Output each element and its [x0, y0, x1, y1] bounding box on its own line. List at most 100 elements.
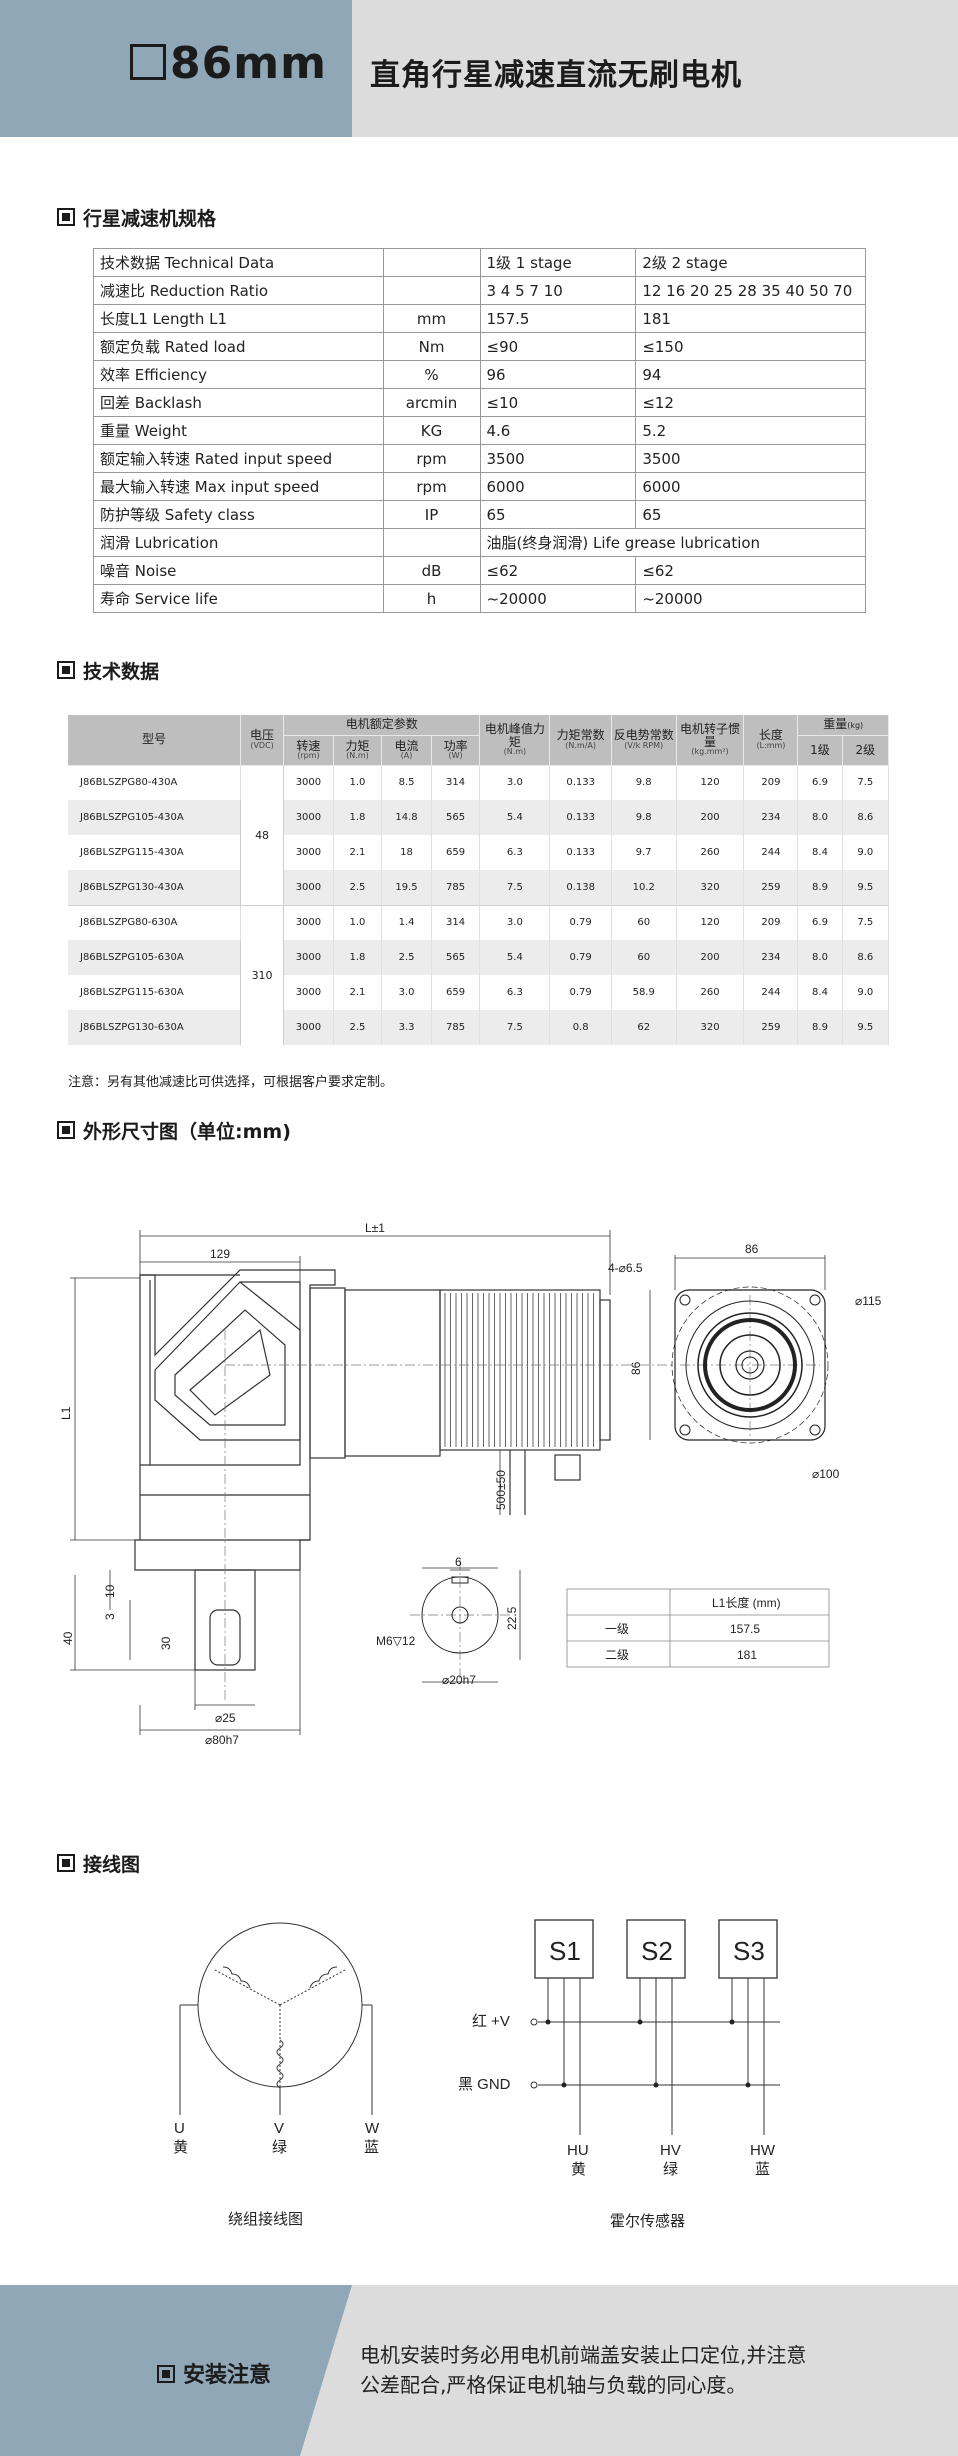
- data-cell: 8.4: [797, 835, 843, 870]
- footer-line-1: 电机安装时务必用电机前端盖安装止口定位,并注意: [360, 2343, 807, 2367]
- data-cell: 3.0: [479, 904, 551, 940]
- data-cell: 200: [676, 800, 745, 835]
- data-cell: 6.3: [479, 835, 551, 870]
- section-spec-heading: 行星减速机规格: [57, 204, 216, 231]
- data-cell: 259: [743, 1010, 799, 1045]
- model-cell: J86BLSZPG80-430A: [68, 765, 241, 800]
- th-power: 功率(W): [431, 735, 481, 766]
- spec-cell: 减速比 Reduction Ratio: [93, 276, 384, 305]
- hall-hu: HU: [567, 2142, 589, 2159]
- spec-cell: ~20000: [479, 584, 637, 613]
- dim-500: 500±50: [494, 1470, 508, 1510]
- spec-cell: 长度L1 Length L1: [93, 304, 384, 333]
- spec-cell: 回差 Backlash: [93, 388, 384, 417]
- data-cell: 58.9: [611, 975, 677, 1010]
- spec-cell: rpm: [382, 444, 481, 473]
- spec-cell: 5.2: [635, 416, 866, 445]
- model-cell: J86BLSZPG105-430A: [68, 800, 241, 835]
- hall-hw: HW: [750, 2142, 776, 2159]
- th-torque: 力矩(N.m): [333, 735, 383, 766]
- spec-cell: [382, 276, 481, 305]
- data-cell: 2.5: [333, 870, 383, 905]
- spec-cell: 96: [479, 360, 637, 389]
- spec-cell: 12 16 20 25 28 35 40 50 70: [635, 276, 866, 305]
- section-dims-heading: 外形尺寸图（单位:mm): [57, 1117, 291, 1144]
- data-cell: 0.133: [549, 800, 612, 835]
- spec-cell: 3500: [635, 444, 866, 473]
- data-cell: 7.5: [479, 870, 551, 905]
- footer-line-2: 公差配合,严格保证电机轴与负载的同心度。: [360, 2373, 747, 2397]
- dim-115: ⌀115: [855, 1294, 882, 1308]
- data-cell: 785: [431, 870, 481, 905]
- data-cell: 8.5: [381, 765, 432, 800]
- data-cell: 9.0: [842, 975, 890, 1010]
- data-cell: 565: [431, 800, 481, 835]
- data-cell: 200: [676, 940, 745, 975]
- square-bullet-icon: [157, 2365, 175, 2383]
- data-cell: 3000: [283, 904, 334, 940]
- data-cell: 7.5: [479, 1010, 551, 1045]
- data-cell: 2.5: [333, 1010, 383, 1045]
- square-bullet-icon: [57, 1854, 75, 1872]
- spec-cell: rpm: [382, 472, 481, 501]
- dim-30: 30: [159, 1636, 173, 1650]
- lt-stage2: 二级: [605, 1648, 629, 1662]
- data-cell: 0.79: [549, 904, 612, 940]
- hall-hw-color: 蓝: [755, 2161, 770, 2178]
- spec-cell: 重量 Weight: [93, 416, 384, 445]
- spec-cell: 1级 1 stage: [479, 248, 637, 277]
- wire-u: U: [174, 2120, 185, 2137]
- hall-hu-color: 黄: [571, 2161, 586, 2178]
- dim-86-vert: 86: [629, 1361, 643, 1375]
- spec-cell: ≤62: [635, 556, 866, 585]
- section-wiring-heading: 接线图: [57, 1850, 140, 1877]
- data-cell: 0.133: [549, 765, 612, 800]
- th-bemf: 反电势常数(V/k RPM): [611, 715, 677, 766]
- data-cell: 120: [676, 765, 745, 800]
- wiring-diagram: U 黄 V 绿 W 蓝 红 +V 黑 GND HU 黄 HV 绿 HW 蓝 绕组…: [173, 1919, 780, 2230]
- spec-cell: [382, 528, 481, 557]
- model-cell: J86BLSZPG105-630A: [68, 940, 241, 975]
- data-cell: 1.4: [381, 904, 432, 940]
- data-cell: 0.79: [549, 940, 612, 975]
- dim-hole: 4-⌀6.5: [608, 1261, 643, 1275]
- model-cell: J86BLSZPG80-630A: [68, 904, 241, 940]
- spec-cell: [382, 248, 481, 277]
- spec-cell: arcmin: [382, 388, 481, 417]
- model-title: 86mm: [130, 38, 327, 89]
- data-cell: 234: [743, 940, 799, 975]
- data-cell: 2.5: [381, 940, 432, 975]
- data-cell: 209: [743, 904, 799, 940]
- data-cell: 260: [676, 835, 745, 870]
- data-cell: 9.5: [842, 870, 890, 905]
- data-cell: 9.8: [611, 800, 677, 835]
- data-cell: 3000: [283, 975, 334, 1010]
- square-bullet-icon: [57, 208, 75, 226]
- lt-head: L1长度 (mm): [712, 1595, 781, 1610]
- spec-cell: h: [382, 584, 481, 613]
- spec-cell: 3500: [479, 444, 637, 473]
- data-cell: 60: [611, 904, 677, 940]
- spec-cell: 157.5: [479, 304, 637, 333]
- square-icon: [130, 44, 166, 80]
- lt-stage1-value: 157.5: [730, 1622, 760, 1636]
- spec-cell: ≤150: [635, 332, 866, 361]
- spec-cell: 防护等级 Safety class: [93, 500, 384, 529]
- spec-cell: 2级 2 stage: [635, 248, 866, 277]
- spec-cell: 额定负载 Rated load: [93, 332, 384, 361]
- data-cell: 244: [743, 975, 799, 1010]
- sensor-s1: S1: [549, 1936, 581, 1966]
- wire-u-color: 黄: [173, 2139, 188, 2156]
- footer-shape: [0, 2285, 352, 2456]
- data-cell: 6.3: [479, 975, 551, 1010]
- data-cell: 785: [431, 1010, 481, 1045]
